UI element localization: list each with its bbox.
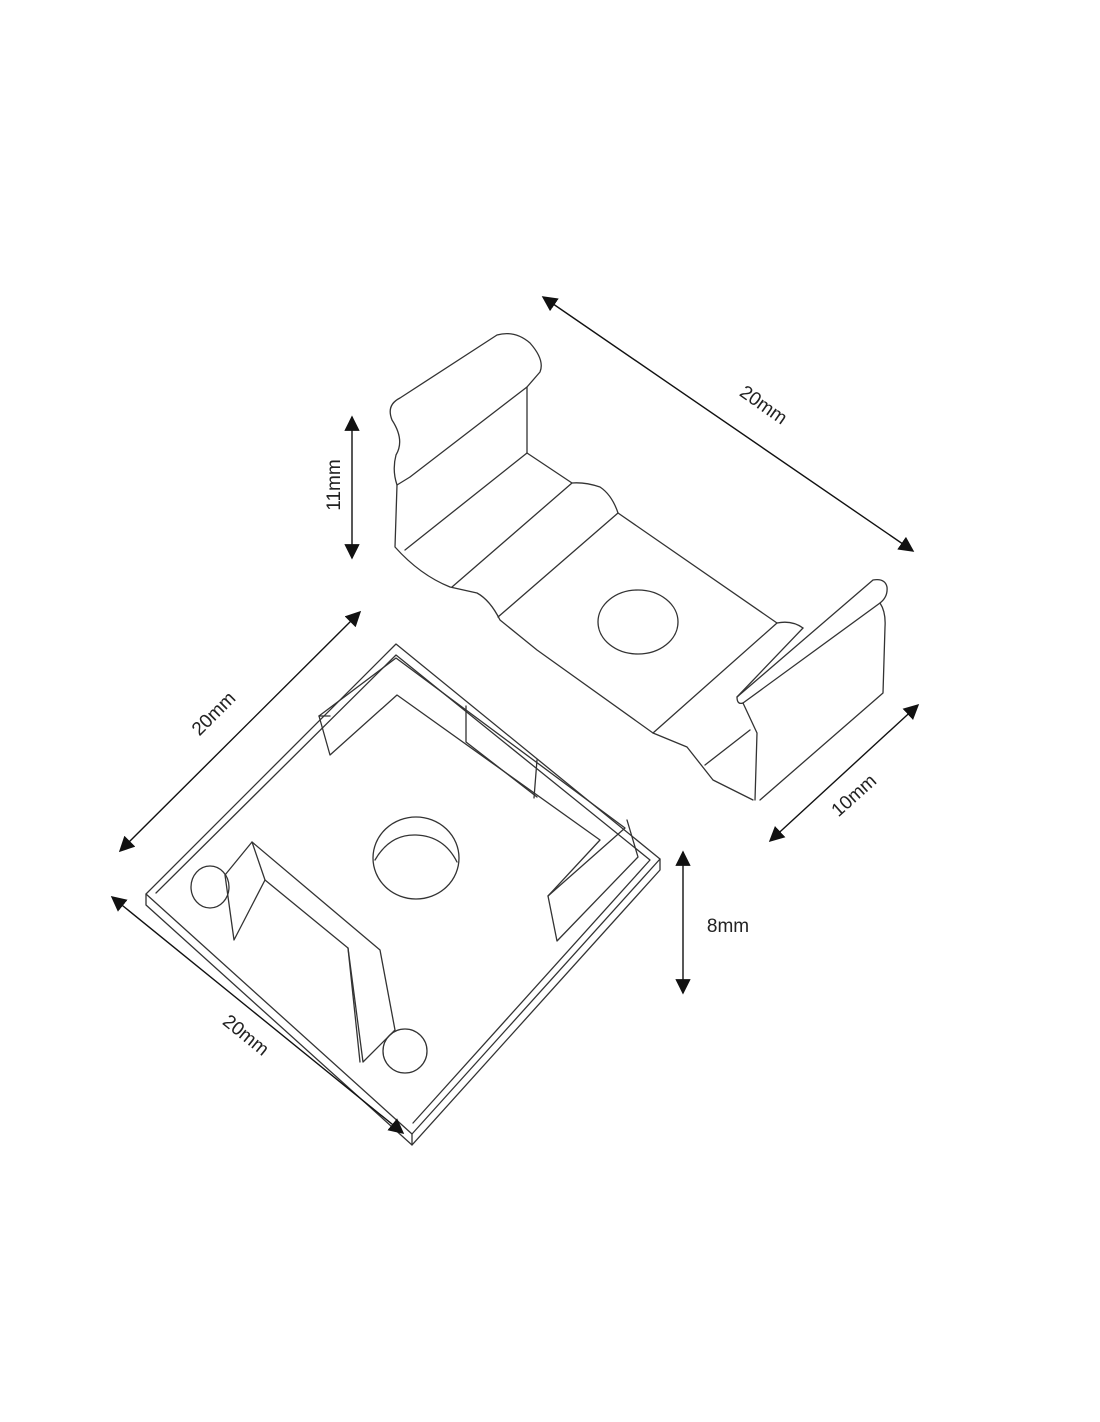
clip-length-dimension-arrow [541,296,915,552]
base-depth-dimension-arrow [118,610,362,853]
mounting-clip [389,332,888,801]
clip-height-label: 11mm [324,459,345,510]
clip-width-label: 10mm [828,770,881,821]
base-height-label: 8mm [707,916,749,937]
clip-width-dimension-arrow [768,703,920,843]
base-width-label: 20mm [218,1011,272,1061]
clip-length-label: 20mm [736,382,791,429]
base-width-dimension-arrow [110,896,405,1134]
base-depth-label: 20mm [188,688,240,740]
